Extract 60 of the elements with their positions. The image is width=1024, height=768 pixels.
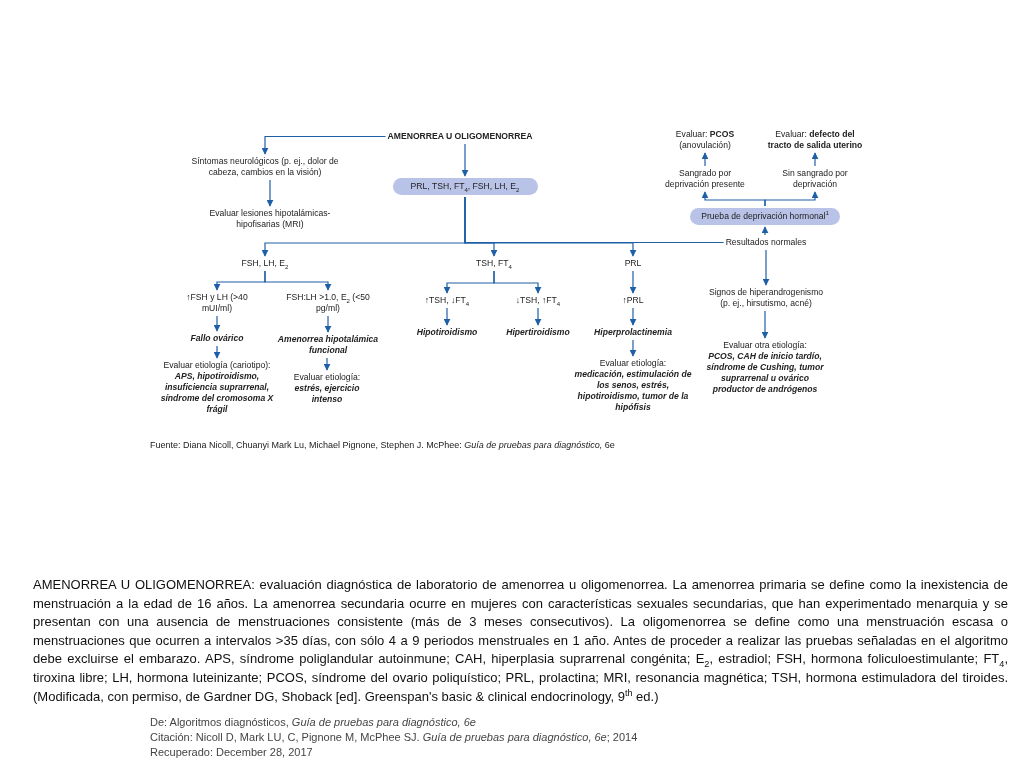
arrow [264, 270, 332, 291]
arrow [213, 315, 221, 332]
node-text: Signos de hiperandrogenismo (p. ej., hirsutismo, acné) [707, 287, 825, 309]
caption: AMENORREA U OLIGOMENORREA: evaluación diagnóstica de laboratorio de amenorrea u oligomenorrea. La amenorrea primaria se define como la inexistencia de menstruación a la edad de 16 años. La amenorrea secundaria ocurre en mujeres con características sexuales secundarias, que han experimentado menarquia y se presentan con una ausencia de menstruaciones consistente (más de 3 meses consecutivos). La oligomenorrea se define como una menstruación escasa o menstruaciones que ocurren a intervalos >35 días, con sólo 4 a 9 periodos menstruales en 1 año. Antes de proceder a realizar las pruebas señaladas en el algoritmo debe excluirse el embarazo. APS, síndrome poliglandular autoinmune; CAH, hiperplasia suprarrenal congénita; E$_{2}$, estradiol; FSH, hormona foliculoestimulante; FT$_{4}$, tiroxina libre; LH, hormona luteinizante; PCOS, síndrome del ovario poliquístico; PRL, prolactina; MRI, resonancia magnética; TSH, hormona estimuladora del tiroides. (Modificada, con permiso, de Gardner DG, Shoback [ed]. Greenspan's basic & clinical endocrinology, 9$^{th}$ ed.) [33, 576, 1008, 706]
arrow [629, 339, 637, 357]
citation-note: De: Algoritmos diagnósticos, Guía de pruebas para diagnóstico, 6e [150, 716, 477, 728]
arrow [629, 307, 637, 326]
node-detail-text: estrés, ejercicio intenso [293, 383, 361, 405]
node-text: TSH, FT$_{4}$ [475, 258, 513, 269]
arrow [324, 315, 332, 333]
node-text: Evaluar: PCOS (anovulación) [674, 129, 736, 151]
node-text: ↑TSH, ↓FT$_{4}$ [423, 295, 471, 306]
node-text: Hipertiroidismo [505, 327, 571, 338]
arrow [261, 135, 387, 155]
arrow [811, 152, 819, 167]
arrow [701, 152, 709, 167]
node-text: PRL, TSH, FT$_{4}$, FSH, LH, E$_{2}$ [409, 181, 521, 192]
arrow [266, 179, 274, 207]
arrow [213, 345, 221, 359]
arrow [761, 310, 769, 339]
connector-line [464, 196, 725, 244]
node-text: Evaluar otra etiología: [722, 340, 808, 351]
arrow [323, 357, 331, 371]
arrow [761, 226, 769, 236]
arrow [764, 191, 819, 207]
node-text: FSH, LH, E$_{2}$ [240, 258, 290, 269]
node-text: Prueba de deprivación hormonal$^{1}$ [700, 211, 830, 222]
arrow [443, 307, 451, 326]
node-text: ↑PRL [621, 295, 645, 306]
node-text: AMENORREA U OLIGOMENORREA [386, 131, 534, 142]
node-text: Evaluar lesiones hipotalámicas-hipofisarias (MRI) [208, 208, 332, 230]
citation-note: Citación: Nicoll D, Mark LU, C, Pignone M, McPhee SJ. Guía de pruebas para diagnóstico, 6e; 2014 [150, 731, 639, 743]
node-detail-text: APS, hipotiroidismo, insuficiencia suprarrenal, síndrome del cromosoma X frágil [159, 371, 275, 415]
node-text: Fallo ovárico [189, 333, 245, 344]
node-text: ↓TSH, ↑FT$_{4}$ [514, 295, 562, 306]
node-text: Sangrado por deprivación presente [664, 168, 746, 190]
node-text: Sin sangrado por deprivación [781, 168, 849, 190]
arrow [629, 270, 637, 294]
node-text: PRL [623, 258, 643, 269]
test-pill [690, 208, 840, 225]
node-text: Hipotiroidismo [415, 327, 479, 338]
node-text: Hiperprolactinemia [593, 327, 673, 338]
arrow [762, 249, 770, 286]
node-text: Evaluar etiología: [598, 358, 668, 369]
node-text: FSH:LH >1.0, E$_{2}$ (<50 pg/ml) [285, 292, 371, 314]
source-note: Fuente: Diana Nicoll, Chuanyi Mark Lu, Michael Pignone, Stephen J. McPhee: Guía de pruebas para diagnóstico, 6e [150, 440, 616, 450]
node-detail-text: PCOS, CAH de inicio tardío, síndrome de Cushing, tumor suprarrenal u ovárico productor de andrógenos [705, 351, 825, 395]
node-text: Evaluar etiología (cariotipo): [162, 360, 272, 371]
node-text: Amenorrea hipotalámica funcional [276, 334, 380, 356]
node-text: Evaluar etiología: [292, 372, 362, 383]
node-text: Resultados normales [724, 237, 808, 248]
node-text: Evaluar: defecto del tracto de salida uterino [766, 129, 864, 151]
arrow [493, 270, 542, 294]
node-text: Síntomas neurológicos (p. ej., dolor de cabeza, cambios en la visión) [190, 156, 340, 178]
node-detail-text: medicación, estimulación de los senos, estrés, hipotiroidismo, tumor de la hipófisis [573, 369, 693, 413]
citation-note: Recuperado: December 28, 2017 [150, 746, 314, 758]
test-pill [392, 178, 538, 195]
arrow [461, 143, 469, 177]
arrow [534, 307, 542, 326]
node-text: ↑FSH y LH (>40 mUI/ml) [185, 292, 249, 314]
